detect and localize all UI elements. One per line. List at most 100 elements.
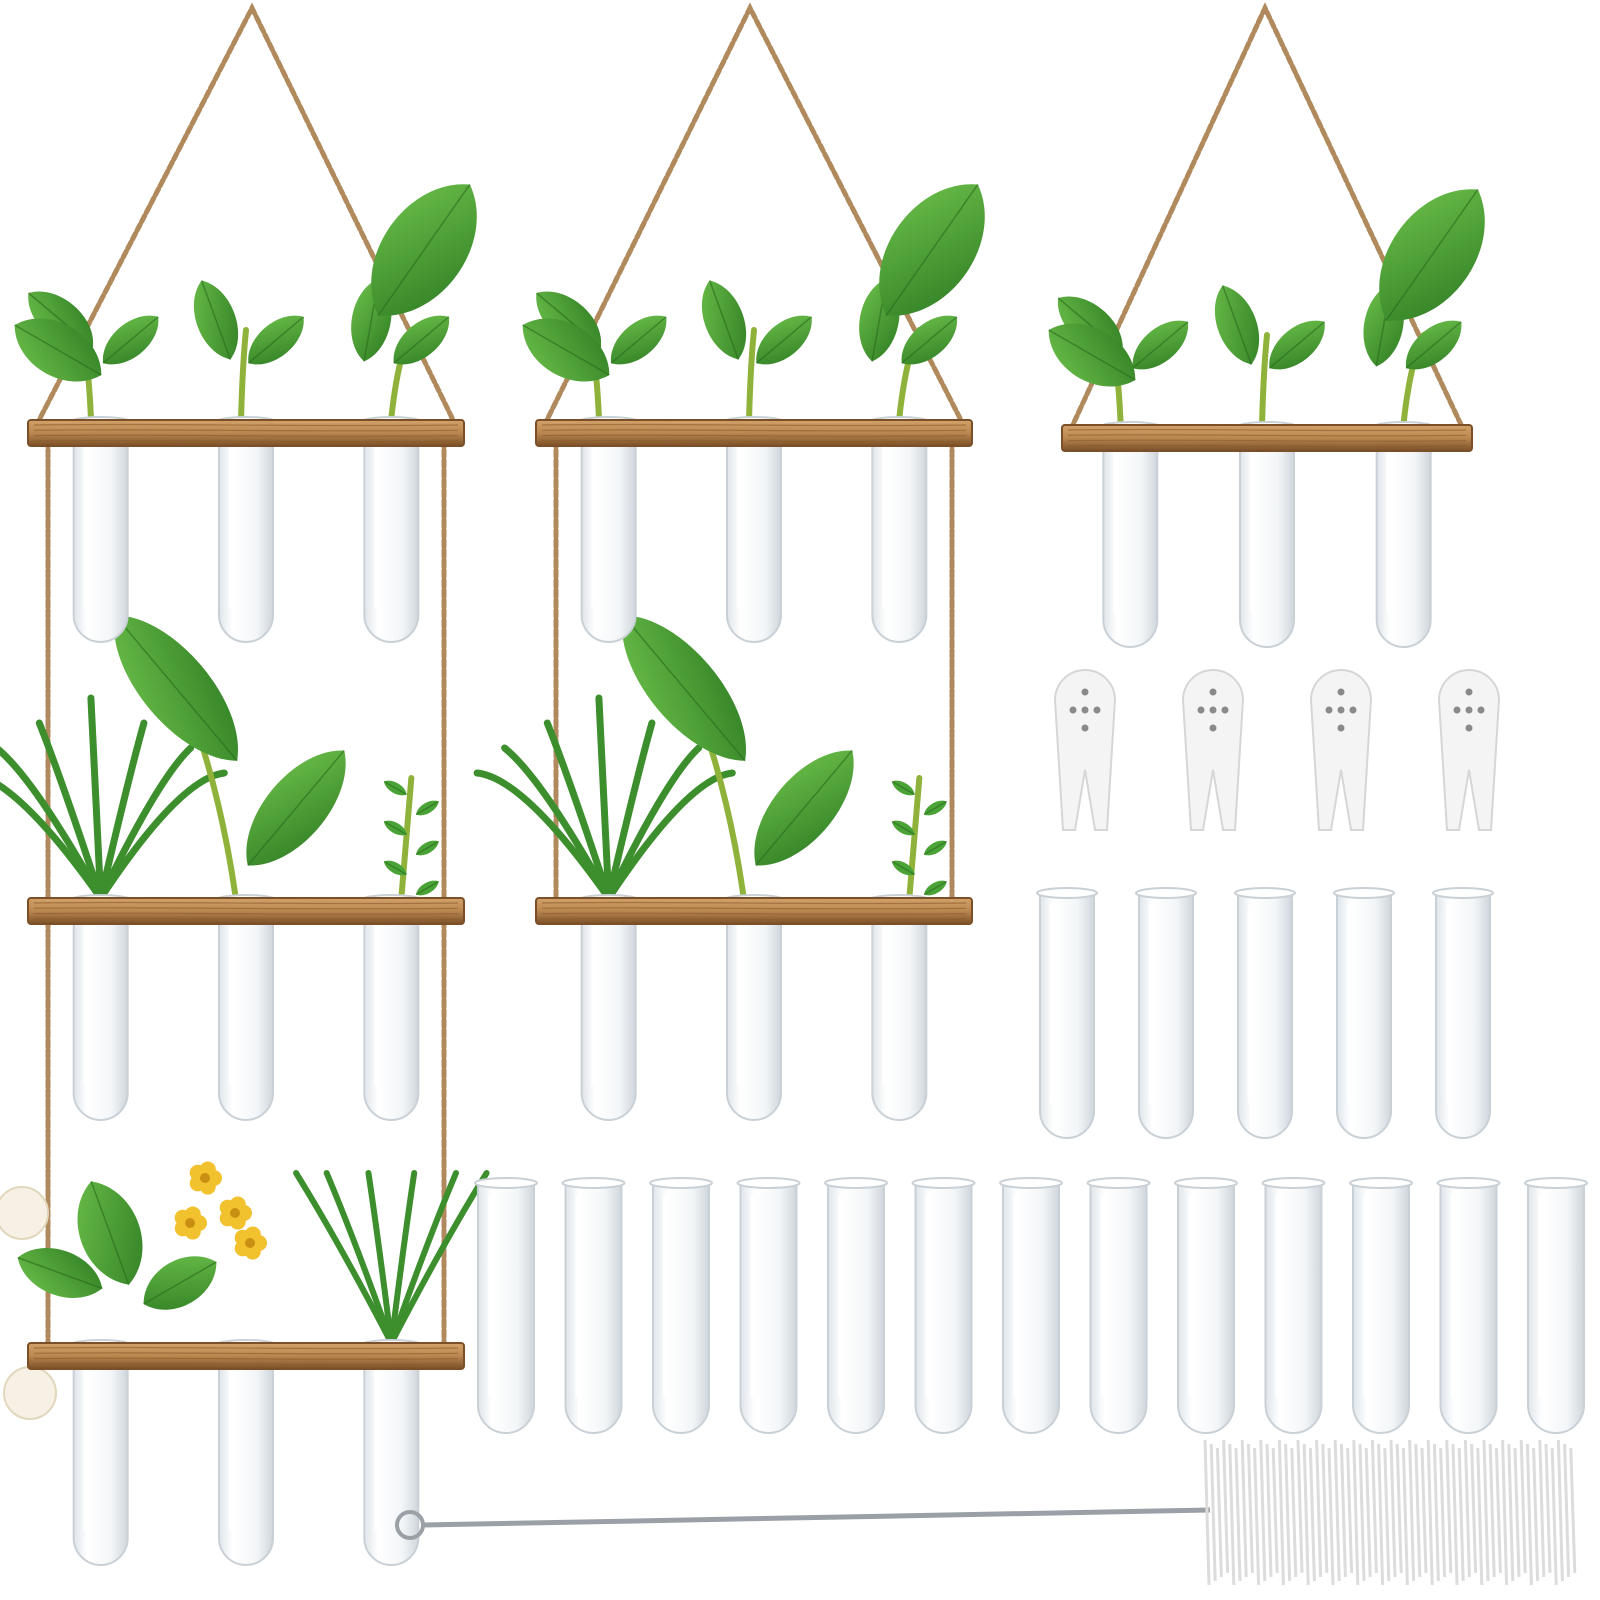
leaf-vein xyxy=(415,840,439,856)
tube-body xyxy=(1089,1182,1148,1434)
tube-body xyxy=(1375,426,1432,648)
leaf xyxy=(1268,320,1326,370)
brush-bristle xyxy=(1470,1443,1478,1574)
palm-frond xyxy=(595,694,613,902)
brush-bristle xyxy=(1246,1443,1254,1574)
wood-grain xyxy=(541,423,967,427)
tube-body xyxy=(363,421,420,643)
tube-highlight xyxy=(736,434,741,607)
leaf xyxy=(77,1181,143,1285)
tube-body xyxy=(218,899,274,1121)
wood-grain xyxy=(1067,428,1467,432)
leaf xyxy=(1132,320,1189,370)
wood-grain xyxy=(33,917,459,921)
hook-pin xyxy=(1465,706,1473,714)
leaf xyxy=(701,280,747,360)
wood-grain xyxy=(33,1346,459,1350)
leaf xyxy=(102,315,159,365)
brush-bristle xyxy=(1352,1439,1360,1586)
leaf-vein xyxy=(247,750,345,866)
leaf-vein xyxy=(200,280,232,360)
leaf-vein xyxy=(17,1256,103,1290)
tube-highlight xyxy=(374,1357,379,1530)
tube-rim xyxy=(1432,887,1494,899)
brush-bristle xyxy=(1563,1443,1571,1578)
palm-frond xyxy=(605,744,703,902)
tube-highlight xyxy=(1445,905,1450,1103)
tube-body xyxy=(580,421,637,643)
tube-highlight xyxy=(882,912,887,1085)
leaf-vein xyxy=(393,316,450,364)
tube-highlight xyxy=(1249,439,1254,612)
leaf xyxy=(14,318,102,382)
hook-pin xyxy=(1465,688,1473,696)
leaf xyxy=(415,880,439,896)
brush-bristle xyxy=(1395,1443,1403,1574)
wood-grain xyxy=(33,429,459,432)
wood-grain xyxy=(541,907,967,910)
palm-frond xyxy=(97,769,228,902)
tube-rim xyxy=(1086,1177,1151,1189)
leaf xyxy=(901,315,958,365)
leaf-vein xyxy=(755,750,853,866)
palm-frond xyxy=(0,781,105,902)
leaf xyxy=(891,780,915,796)
palm-frond xyxy=(87,694,105,902)
leaf xyxy=(393,315,450,365)
brush-bristle xyxy=(1339,1443,1347,1578)
palm-frond xyxy=(388,1170,490,1346)
test-tube xyxy=(1174,1177,1238,1434)
hanging-ropes xyxy=(33,2,1467,1354)
hook-pin xyxy=(1465,724,1473,732)
tube-highlight xyxy=(882,434,887,607)
leaf xyxy=(246,750,346,866)
accessories xyxy=(395,669,1588,1586)
wooden-board xyxy=(535,419,973,447)
tube-body xyxy=(1002,1182,1060,1434)
brush-bristle xyxy=(1420,1447,1428,1574)
brush-bristle xyxy=(1457,1447,1465,1582)
tube-body xyxy=(363,899,420,1121)
leaf xyxy=(891,860,915,876)
brush-bristle xyxy=(1296,1439,1304,1574)
tube-highlight xyxy=(591,434,596,607)
tube-highlight xyxy=(374,434,379,607)
leaf-vein xyxy=(891,780,915,796)
hook-pin xyxy=(1209,688,1217,696)
brush-bristle xyxy=(1234,1447,1242,1582)
brush-bristle xyxy=(1532,1447,1540,1582)
leaf xyxy=(1405,320,1462,370)
tube-highlight xyxy=(1450,1195,1455,1397)
leaf-vein xyxy=(1385,189,1479,321)
tube-highlight xyxy=(1013,1195,1018,1397)
hook-pin xyxy=(1349,706,1357,714)
tube-highlight xyxy=(736,912,741,1085)
test-tube xyxy=(215,894,277,1121)
tube-rim xyxy=(736,1177,801,1189)
tube-highlight xyxy=(591,912,596,1085)
tube-highlight xyxy=(488,1195,493,1397)
leaf xyxy=(923,880,947,896)
brush-bristle xyxy=(1370,1439,1378,1574)
hook-pin xyxy=(1081,706,1089,714)
leaf xyxy=(17,1248,103,1298)
tube-body xyxy=(1336,892,1392,1139)
leaf-vein xyxy=(114,614,238,762)
leaf-vein xyxy=(885,184,979,316)
tube-highlight xyxy=(925,1195,930,1397)
brush-bristle xyxy=(1327,1447,1335,1586)
brush-bristle xyxy=(1401,1447,1409,1586)
tube-rim xyxy=(1436,1177,1501,1189)
test-tube xyxy=(69,416,132,643)
brush-bristle xyxy=(1203,1439,1211,1586)
brush-bristle xyxy=(1408,1439,1416,1582)
flower-center xyxy=(245,1238,255,1248)
tube-highlight xyxy=(228,912,233,1085)
leaf-vein xyxy=(708,280,740,360)
leaf xyxy=(754,750,854,866)
flower-center xyxy=(230,1208,240,1218)
wall-hook xyxy=(1181,669,1245,831)
test-tube xyxy=(1524,1177,1588,1434)
cleaning-brush xyxy=(395,1439,1577,1586)
wooden-board xyxy=(27,1342,465,1370)
